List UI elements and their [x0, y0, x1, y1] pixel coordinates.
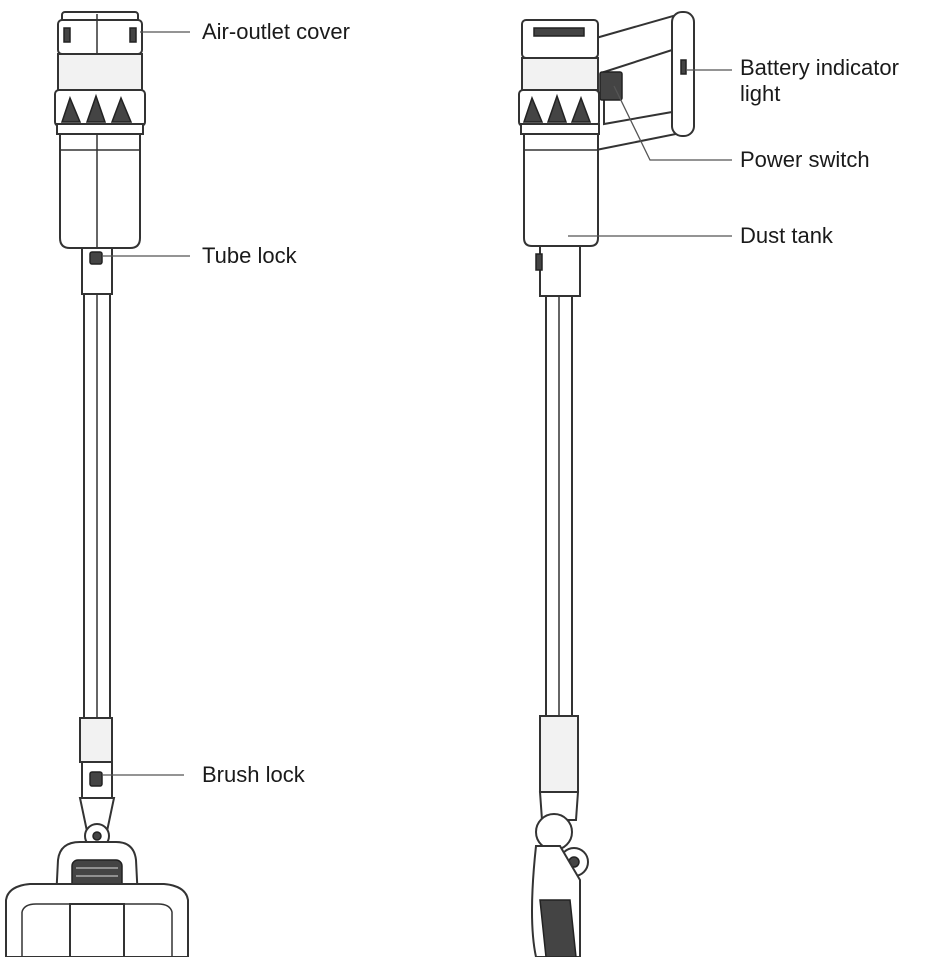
label-power-switch: Power switch [740, 147, 870, 172]
power-switch-leader [613, 85, 732, 161]
front-view-vacuum [5, 11, 189, 957]
label-dust-tank: Dust tank [740, 223, 833, 248]
side-view-vacuum [518, 11, 695, 957]
label-tube-lock: Tube lock [202, 243, 297, 268]
label-air-outlet-cover: Air-outlet cover [202, 19, 350, 44]
label-brush-lock: Brush lock [202, 762, 305, 787]
label-battery-indicator-line2: light [740, 81, 781, 106]
label-battery-indicator-line1: Battery indicator [740, 55, 899, 80]
